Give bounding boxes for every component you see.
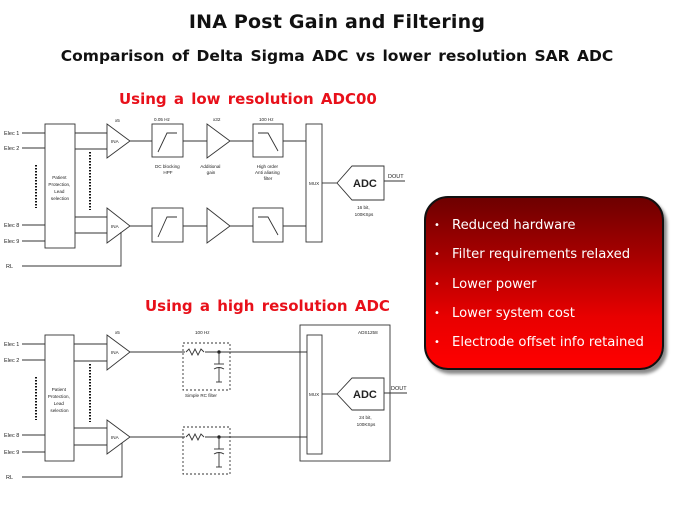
hpf-response-icon — [157, 216, 177, 238]
dout-label: DOUT — [388, 174, 404, 180]
resistor-icon — [185, 432, 205, 442]
adc-block — [336, 377, 385, 411]
slide-title: INA Post Gain and Filtering — [188, 11, 486, 33]
bullet-icon: • — [434, 308, 440, 320]
rc-frequency: 100 Hz — [195, 330, 210, 335]
lpf-label: High order Anti aliasing filter — [255, 164, 281, 181]
input-label-elec9: Elec 9 — [4, 450, 19, 456]
input-label-elec8: Elec 8 — [4, 433, 19, 439]
ina-amplifier — [106, 207, 131, 244]
benefit-item: • Electrode offset info retained — [434, 328, 662, 357]
mux-label: MUX — [309, 181, 319, 186]
adc-label: ADC — [353, 389, 377, 401]
adc-spec: 16 bit, 100KSps — [355, 205, 374, 217]
patient-protection-label: Patient Protection, Lead selection — [48, 387, 71, 413]
ina-amplifier — [106, 334, 131, 371]
lpf-frequency: 100 Hz — [259, 117, 274, 122]
rl-wire — [22, 232, 122, 267]
bullet-icon: • — [434, 220, 440, 232]
ina-label: INA — [111, 435, 120, 440]
input-label-elec9: Elec 9 — [4, 239, 19, 245]
adc-spec: 24 bit, 100KSps — [357, 415, 376, 427]
ina-label: INA — [111, 224, 120, 229]
rc-filter-box — [182, 342, 231, 391]
hpf-block — [151, 207, 184, 243]
rl-wire — [22, 443, 123, 478]
ina-gain-label: x5 — [115, 118, 120, 123]
lpf-response-icon — [258, 132, 279, 152]
low-res-diagram: Elec 1 Elec 2 Elec 8 Elec 9 RL Patient P… — [4, 117, 405, 270]
input-label-rl: RL — [6, 475, 13, 481]
rc-filter-label: Simple RC filter — [185, 393, 217, 398]
gain-amplifier — [206, 207, 231, 244]
high-res-section-title: Using a high resolution ADC — [145, 297, 390, 315]
adc-block — [336, 165, 385, 201]
benefit-text: Lower system cost — [452, 306, 575, 322]
gain-amplifier — [206, 123, 231, 159]
benefit-item: • Lower power — [434, 270, 662, 299]
high-res-diagram: Elec 1 Elec 2 Elec 8 Elec 9 RL Patient P… — [4, 324, 407, 481]
bullet-icon: • — [434, 249, 440, 261]
patient-protection-block — [44, 334, 75, 462]
benefit-text: Electrode offset info retained — [452, 335, 644, 351]
benefit-text: Reduced hardware — [452, 218, 576, 234]
benefits-list: • Reduced hardware • Filter requirements r… — [426, 198, 662, 357]
input-label-elec2: Elec 2 — [4, 146, 19, 152]
patient-protection-label: Patient Protection, Lead selection — [48, 175, 71, 201]
benefit-item: • Reduced hardware — [434, 211, 662, 240]
input-label-elec2: Elec 2 — [4, 358, 19, 364]
mux-block — [306, 334, 323, 455]
benefit-text: Filter requirements relaxed — [452, 247, 631, 263]
benefits-callout: • Reduced hardware • Filter requirements r… — [424, 196, 664, 370]
hpf-label: DC blocking HPF — [155, 164, 181, 175]
benefit-item: • Filter requirements relaxed — [434, 240, 662, 269]
chip-label: ADS1258 — [358, 330, 378, 335]
ina-amplifier — [106, 123, 131, 159]
dout-label: DOUT — [391, 386, 407, 392]
input-label-elec1: Elec 1 — [4, 342, 19, 348]
ina-amplifier — [106, 419, 131, 455]
input-label-elec1: Elec 1 — [4, 131, 19, 137]
mux-label: MUX — [309, 392, 319, 397]
input-label-elec8: Elec 8 — [4, 223, 19, 229]
input-label-rl: RL — [6, 264, 13, 270]
hpf-frequency: 0.05 Hz — [154, 117, 171, 122]
rc-filter-box — [182, 426, 231, 475]
amp-label: Additional gain — [200, 164, 221, 175]
lpf-block — [252, 207, 284, 243]
benefit-item: • Lower system cost — [434, 299, 662, 328]
bullet-icon: • — [434, 337, 440, 349]
ina-label: INA — [111, 350, 120, 355]
low-res-section-title: Using a low resolution ADC00 — [119, 90, 377, 108]
benefit-text: Lower power — [452, 276, 537, 292]
slide-subtitle: Comparison of Delta Sigma ADC vs lower r… — [60, 47, 614, 65]
lpf-block — [252, 123, 284, 158]
adc-label: ADC — [353, 178, 377, 190]
amp-gain-label: x32 — [213, 117, 221, 122]
hpf-block — [151, 123, 184, 158]
lpf-response-icon — [258, 216, 279, 236]
ina-gain-label: x5 — [115, 330, 120, 335]
hpf-response-icon — [157, 132, 177, 153]
patient-protection-block — [44, 123, 76, 249]
ina-label: INA — [111, 139, 120, 144]
resistor-icon — [185, 347, 205, 357]
bullet-icon: • — [434, 278, 440, 290]
